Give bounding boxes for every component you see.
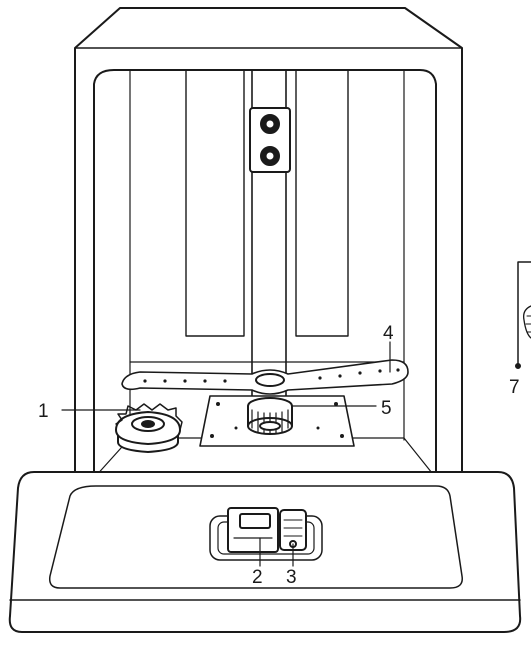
rear-panel-left [185,69,245,337]
callout-5: 5 [381,398,392,419]
callout-3: 3 [286,567,297,588]
salt-container-cap [115,403,183,453]
rear-panel-right [295,69,349,337]
callout-1: 1 [38,401,49,422]
side-view-part [517,261,531,367]
door-inner-panel [48,485,463,589]
filter-cylinder [247,397,293,435]
callout-4: 4 [383,323,394,344]
spray-arm-hub [255,373,285,387]
callout-2: 2 [252,567,263,588]
spray-arm-holes [143,368,400,383]
callout-7: 7 [509,377,520,398]
